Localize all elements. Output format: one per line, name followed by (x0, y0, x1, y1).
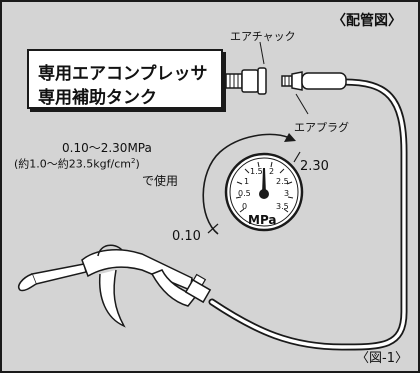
diagram-art (18, 41, 408, 351)
gauge-tick-1-5: 1.5 (250, 167, 263, 176)
gauge-tick-3: 3 (284, 189, 290, 198)
air-chuck-label: エアチャック (230, 30, 296, 43)
gauge-unit: MPa (248, 213, 277, 227)
spray-gun (18, 244, 212, 328)
compressor-label: 専用エアコンプレッサ (38, 64, 208, 84)
air-chuck-fitting (225, 67, 267, 95)
gauge-tick-0-5: 0.5 (238, 189, 251, 198)
max-pressure-label: 2.30 (300, 159, 329, 174)
pressure-range-usage: で使用 (142, 174, 179, 188)
auxiliary-tank-label: 専用補助タンク (38, 88, 157, 108)
air-plug-label: エアプラグ (294, 121, 349, 134)
compressor-box: 専用エアコンプレッサ 専用補助タンク (27, 49, 223, 109)
gauge-tick-2: 2 (269, 167, 275, 176)
pressure-range-mpa: 0.10〜2.30MPa (62, 141, 152, 155)
air-chuck-leader (259, 41, 265, 65)
figure-label: 〈配管図〉 (332, 13, 402, 29)
gauge-tick-1: 1 (244, 177, 250, 186)
gauge-needle (262, 168, 266, 194)
pressure-range-arrow (202, 133, 301, 235)
gauge-tick-2-5: 2.5 (276, 177, 289, 186)
gauge-tick-3-5: 3.5 (276, 202, 289, 211)
gauge-tick-0: 0 (242, 202, 248, 211)
figure-number: 〈図-1〉 (356, 351, 408, 366)
air-plug-fitting (281, 71, 347, 91)
pressure-range-kgf: (約1.0〜約23.5kgf/cm2) (14, 157, 140, 171)
min-pressure-label: 0.10 (172, 229, 201, 244)
air-plug-leader (295, 93, 309, 115)
